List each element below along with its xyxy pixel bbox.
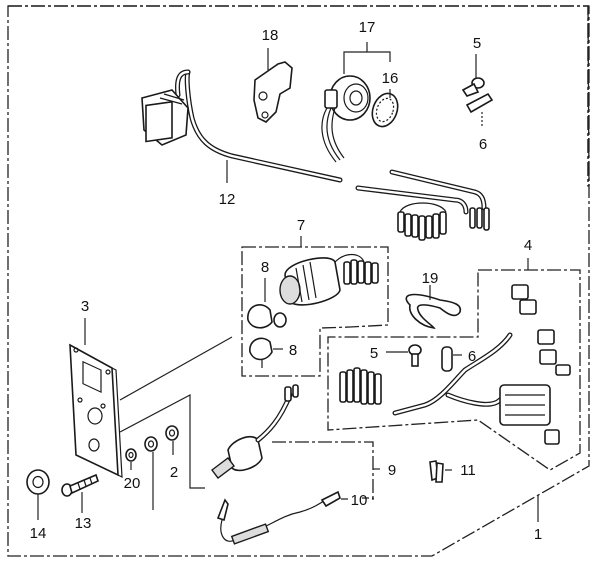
part-6-pin-top (465, 92, 494, 114)
connector-bundle-12 (397, 202, 490, 241)
part-20-washer (144, 436, 158, 452)
callout-8-lower: 8 (289, 342, 297, 359)
part-7-ignition-switch (279, 253, 379, 306)
part-10-lanyard (216, 490, 341, 545)
callout-8-upper: 8 (261, 259, 269, 276)
callout-3: 3 (81, 298, 89, 315)
part-17-nut (26, 469, 50, 495)
part-16-bolt (61, 473, 99, 497)
group-7-boundary (241, 246, 389, 377)
part-6-pin-mid (441, 346, 453, 372)
callout-15: 18 (262, 27, 279, 44)
part-12-switch-cable (141, 69, 490, 241)
leader-plate-to-9 (119, 394, 205, 489)
callout-16: 13 (75, 515, 92, 532)
callout-9: 9 (388, 462, 396, 479)
leader-14 (343, 42, 391, 74)
callout-12: 12 (219, 191, 236, 208)
callout-6-top: 6 (479, 136, 487, 153)
part-15-bracket (253, 61, 293, 123)
part-14-buzzer (321, 75, 371, 163)
part-18-cable-band (405, 293, 462, 330)
part-8-key-lower (249, 337, 273, 368)
part-5-screw-mid (408, 344, 422, 367)
assembly-1-frame (8, 5, 589, 187)
callout-18: 19 (422, 270, 439, 287)
callout-19: 20 (124, 475, 141, 492)
callout-6-mid: 6 (468, 348, 476, 365)
part-3-panel-plate (69, 343, 123, 478)
assembly-1-frame-full (7, 5, 590, 557)
callout-14: 17 (359, 19, 376, 36)
part-2-nut (165, 425, 179, 441)
callout-7: 7 (297, 217, 305, 234)
leader-plate-to-7 (119, 336, 233, 401)
part-19-washer (125, 448, 137, 462)
callout-2: 2 (170, 464, 178, 481)
callout-5-top: 5 (473, 35, 481, 52)
group-9-boundary (272, 441, 374, 499)
callout-13: 16 (382, 70, 399, 87)
part-13-buzzer-cover (371, 92, 399, 128)
part-11-terminal-clip (429, 460, 444, 483)
assembly-1-outline (8, 5, 590, 187)
part-5-screw-top (461, 77, 485, 97)
callout-10: 10 (351, 492, 368, 509)
callout-4: 4 (524, 237, 532, 254)
callout-1: 1 (534, 526, 542, 543)
callout-11: 11 (460, 462, 476, 479)
callout-5-mid: 5 (370, 345, 378, 362)
part-4-wire-harness (339, 284, 571, 445)
callout-17: 14 (30, 525, 47, 542)
part-9-stop-switch (211, 384, 299, 479)
group-4-boundary (327, 269, 581, 471)
part-8-key-upper (247, 304, 287, 329)
